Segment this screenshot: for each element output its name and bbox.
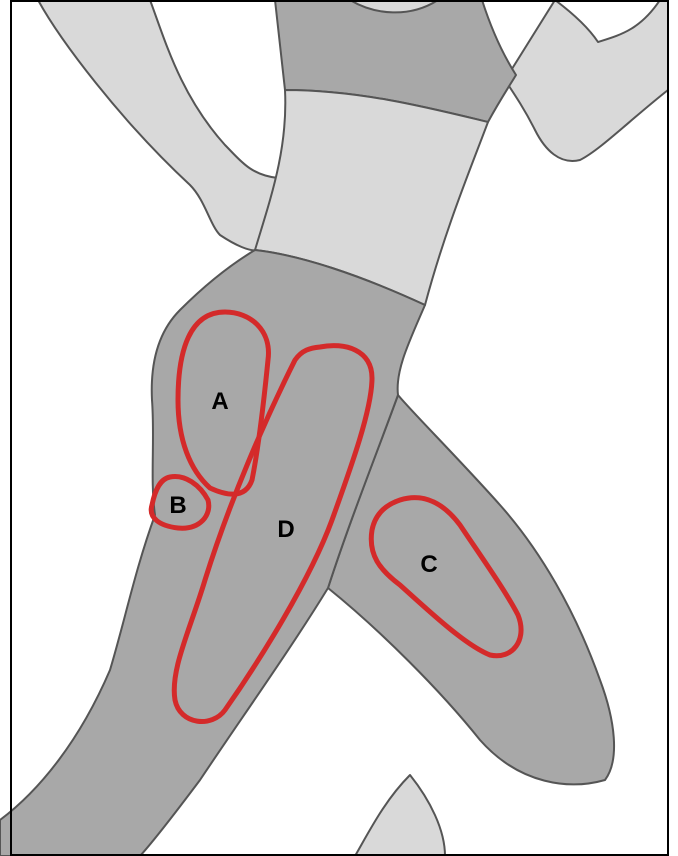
zone-c-label: C xyxy=(420,551,437,578)
right-arm xyxy=(505,0,668,161)
zone-d-label: D xyxy=(277,516,294,543)
back-lower-leg xyxy=(355,775,445,856)
left-arm xyxy=(38,0,278,250)
zone-b-label: B xyxy=(169,492,186,519)
zone-a-label: A xyxy=(211,388,228,415)
